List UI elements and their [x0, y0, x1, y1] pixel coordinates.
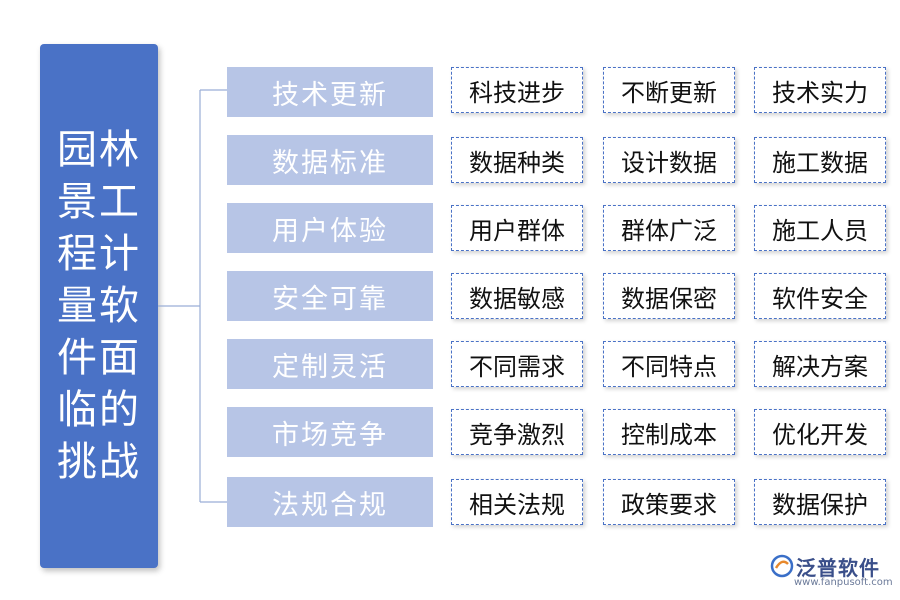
item-6-3: 优化开发 [754, 409, 886, 455]
item-7-2: 政策要求 [603, 479, 735, 525]
root-title: 园林景工程计量软件面临的挑战 [57, 127, 141, 485]
item-7-1: 相关法规 [451, 479, 583, 525]
item-5-1: 不同需求 [451, 341, 583, 387]
item-3-1: 用户群体 [451, 205, 583, 251]
root-node: 园林景工程计量软件面临的挑战 [40, 44, 158, 568]
fanpu-logo-icon [770, 554, 794, 578]
category-4: 安全可靠 [227, 271, 433, 321]
category-5: 定制灵活 [227, 339, 433, 389]
item-4-2: 数据保密 [603, 273, 735, 319]
item-7-3: 数据保护 [754, 479, 886, 525]
item-2-2: 设计数据 [603, 137, 735, 183]
item-3-3: 施工人员 [754, 205, 886, 251]
brand-logo: 泛普软件 www.fanpusoft.com [770, 552, 893, 594]
item-2-1: 数据种类 [451, 137, 583, 183]
item-5-2: 不同特点 [603, 341, 735, 387]
item-6-1: 竞争激烈 [451, 409, 583, 455]
item-3-2: 群体广泛 [603, 205, 735, 251]
item-2-3: 施工数据 [754, 137, 886, 183]
logo-url: www.fanpusoft.com [794, 577, 893, 588]
category-3: 用户体验 [227, 203, 433, 253]
category-7: 法规合规 [227, 477, 433, 527]
category-2: 数据标准 [227, 135, 433, 185]
item-1-3: 技术实力 [754, 67, 886, 113]
category-6: 市场竞争 [227, 407, 433, 457]
item-4-3: 软件安全 [754, 273, 886, 319]
logo-name: 泛普软件 [796, 556, 880, 580]
item-5-3: 解决方案 [754, 341, 886, 387]
item-6-2: 控制成本 [603, 409, 735, 455]
item-1-2: 不断更新 [603, 67, 735, 113]
category-1: 技术更新 [227, 67, 433, 117]
item-4-1: 数据敏感 [451, 273, 583, 319]
item-1-1: 科技进步 [451, 67, 583, 113]
